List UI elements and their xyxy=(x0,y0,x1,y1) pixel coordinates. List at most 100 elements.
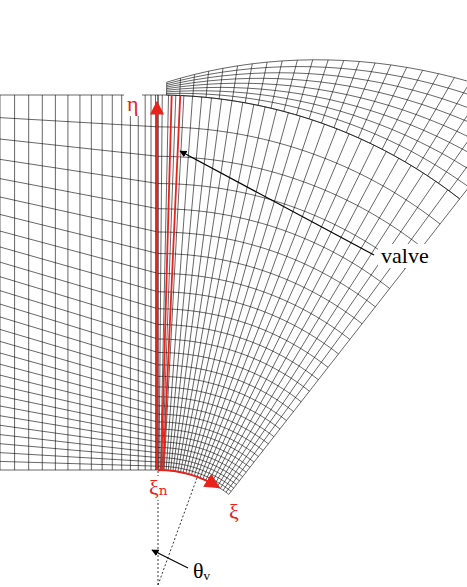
mesh-row xyxy=(0,231,158,273)
valve-leader xyxy=(180,151,374,255)
mesh-radial xyxy=(220,173,423,488)
mesh-row xyxy=(0,317,158,365)
band-radial xyxy=(438,92,467,183)
mesh-row xyxy=(0,139,158,156)
mesh-radial xyxy=(197,124,324,477)
part-label: valve xyxy=(378,244,432,268)
mesh-arc xyxy=(158,254,362,324)
valve-line xyxy=(163,96,180,471)
mesh-arc xyxy=(158,232,375,307)
mesh-grid xyxy=(0,60,467,495)
mesh-column xyxy=(14,95,15,470)
band-radial xyxy=(179,78,181,95)
band-radial xyxy=(232,66,237,101)
mesh-row xyxy=(0,453,158,462)
mesh-radial xyxy=(223,181,435,490)
band-radial xyxy=(193,74,195,96)
mesh-radial xyxy=(214,158,398,485)
mesh-row xyxy=(0,406,158,436)
mesh-row xyxy=(0,435,158,453)
mesh-row xyxy=(0,461,158,466)
eta-axis-arrow xyxy=(156,102,158,470)
mesh-row xyxy=(0,277,158,325)
mesh-arc xyxy=(158,429,254,462)
mesh-arc xyxy=(158,127,440,224)
band-radial xyxy=(219,68,223,99)
mesh-column xyxy=(67,95,68,470)
mesh-column xyxy=(102,95,103,470)
mesh-radial xyxy=(189,113,289,474)
mesh-row xyxy=(0,341,158,387)
mesh-column xyxy=(112,95,113,470)
band-radial xyxy=(166,82,167,95)
mesh-row xyxy=(0,197,158,232)
band-radial xyxy=(449,98,467,191)
mesh-radial xyxy=(158,95,159,470)
mesh-arc xyxy=(158,309,328,368)
band-arc xyxy=(167,60,467,105)
mesh-arc xyxy=(158,156,422,247)
axis-label: η xyxy=(124,92,142,116)
band-arc xyxy=(167,87,467,163)
mesh-radial xyxy=(203,134,349,479)
band-arc xyxy=(167,95,460,199)
mesh-arc xyxy=(158,448,243,477)
mesh-arc xyxy=(158,339,309,391)
band-radial xyxy=(258,62,267,105)
mesh-column xyxy=(121,95,122,470)
mesh-row xyxy=(0,396,158,429)
mesh-row xyxy=(0,470,158,471)
mesh-row xyxy=(0,386,158,422)
mesh-column xyxy=(130,95,131,470)
band-radial xyxy=(245,64,252,103)
band-radial xyxy=(322,60,344,123)
mesh-row xyxy=(0,444,158,458)
mesh-row xyxy=(0,329,158,376)
mesh-radial xyxy=(191,116,300,475)
band-radial xyxy=(334,61,359,127)
mesh-arc xyxy=(158,387,280,429)
mesh-column xyxy=(79,95,80,470)
mesh-column xyxy=(151,95,152,470)
mesh-arc xyxy=(158,325,318,380)
mesh-arc xyxy=(158,397,274,437)
band-radial xyxy=(206,71,209,97)
mesh-arc xyxy=(158,292,339,354)
mesh-column xyxy=(55,95,56,470)
theta-leader xyxy=(152,550,188,568)
mesh-radial xyxy=(206,139,362,480)
band-radial xyxy=(358,65,391,138)
mesh-arc xyxy=(158,442,246,472)
mesh-arc xyxy=(158,184,405,269)
band-radial xyxy=(309,60,328,119)
mesh-radial xyxy=(200,129,337,478)
mesh-column xyxy=(91,95,92,470)
mesh-row xyxy=(0,159,158,183)
mesh-column xyxy=(0,95,1,470)
band-radial xyxy=(416,82,467,169)
mesh-radial xyxy=(168,97,202,470)
mesh-radial xyxy=(180,104,253,472)
band-arc xyxy=(167,83,467,151)
mesh-arc xyxy=(158,273,350,339)
band-radial xyxy=(428,87,467,176)
band-radial xyxy=(460,104,467,199)
mesh-row xyxy=(0,118,158,127)
mesh-column xyxy=(155,95,156,470)
mesh-radial xyxy=(175,101,232,472)
mesh-row xyxy=(0,214,158,253)
mesh-row xyxy=(0,291,158,339)
mesh-radial xyxy=(212,151,387,483)
mesh-radial xyxy=(178,102,243,471)
mesh-arc xyxy=(158,365,294,412)
band-arc xyxy=(167,78,467,139)
mesh-radial xyxy=(183,107,265,473)
mesh-row xyxy=(0,247,158,292)
band-radial xyxy=(346,63,375,133)
axis-label: ξₙ xyxy=(146,476,171,500)
band-radial xyxy=(284,60,298,111)
mesh-arc xyxy=(158,352,301,401)
mesh-row xyxy=(0,416,158,442)
